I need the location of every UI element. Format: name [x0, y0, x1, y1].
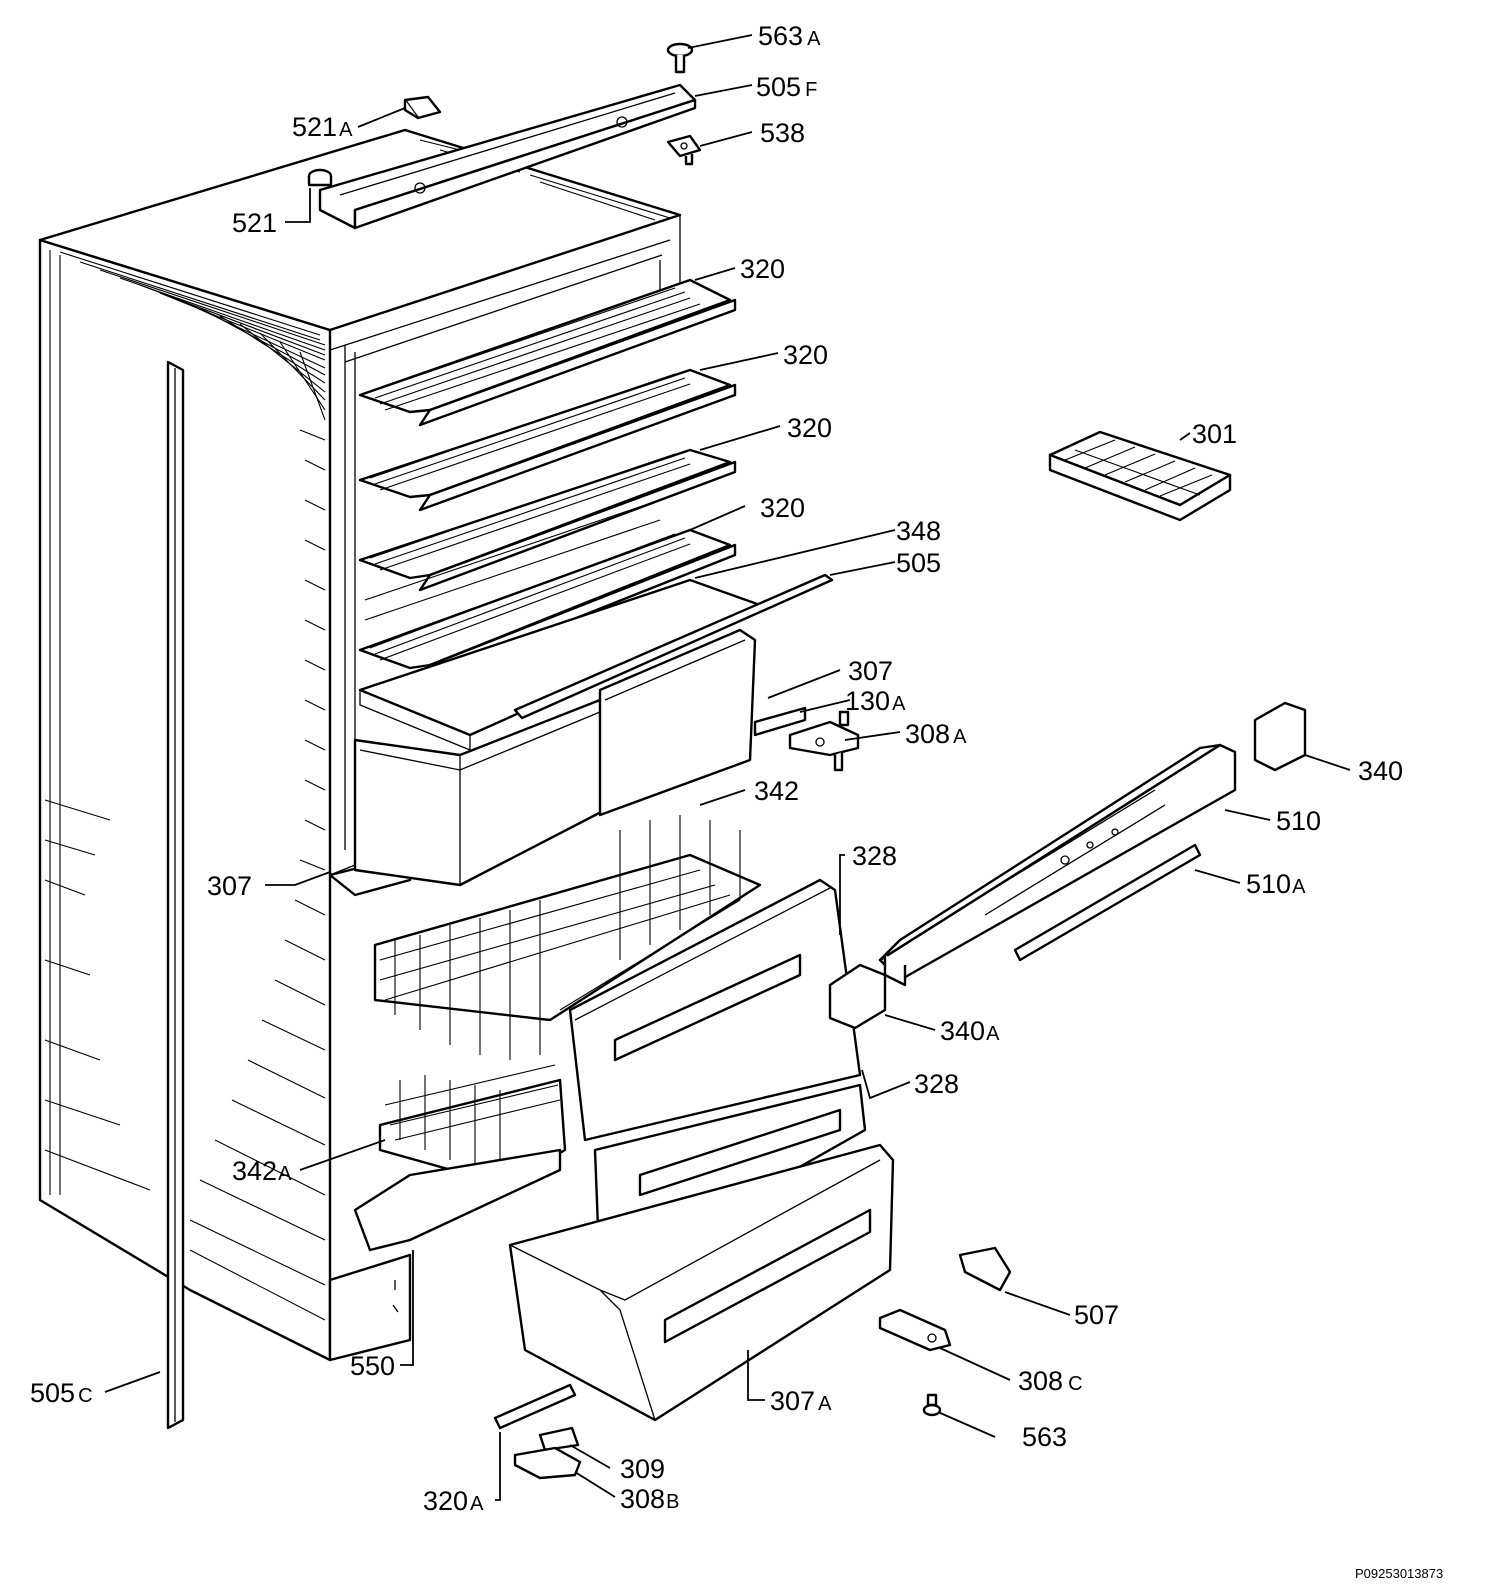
- strip-505: [513, 573, 834, 720]
- top-hinge-505f: [318, 83, 697, 230]
- end-cap-340a: [828, 963, 887, 1030]
- callout-510: 510: [1276, 806, 1321, 836]
- callout-307: 307: [848, 656, 893, 686]
- callout-348: 348: [896, 516, 941, 546]
- cap-521: [307, 168, 333, 187]
- leader-lines: [104, 34, 1351, 1501]
- screw-563a: [666, 42, 694, 74]
- drawer-307-right: [598, 628, 757, 817]
- bottom-bin-307a: [508, 1143, 895, 1422]
- callout-320: 320: [783, 340, 828, 370]
- hinge-parts-320a-309-308b: [493, 1383, 582, 1480]
- callout-320: 320: [787, 413, 832, 443]
- callout-538: 538: [760, 118, 805, 148]
- callout-507: 507: [1074, 1300, 1119, 1330]
- callout-510a: 510A: [1246, 869, 1306, 899]
- callout-563: 563: [1022, 1422, 1067, 1452]
- hinge-308a: [788, 710, 860, 772]
- callout-320: 320: [740, 254, 785, 284]
- callout-308b: 308B: [620, 1484, 679, 1514]
- callout-342: 342: [754, 776, 799, 806]
- shelf: [358, 448, 737, 592]
- callout-301: 301: [1192, 419, 1237, 449]
- bracket-538: [666, 134, 702, 166]
- reference-code: P09253013873: [1355, 1566, 1443, 1581]
- callout-550: 550: [350, 1351, 395, 1381]
- ice-tray-301: [1048, 430, 1232, 522]
- basket-342: [373, 815, 762, 1060]
- cap-521a: [403, 95, 442, 120]
- screw-563: [922, 1393, 942, 1417]
- shelf: [358, 368, 737, 512]
- callout-505: 505: [896, 548, 941, 578]
- cover-507: [958, 1246, 1012, 1292]
- callout-521: 521: [232, 208, 277, 238]
- callout-307: 307: [207, 871, 252, 901]
- callout-340a: 340A: [940, 1016, 1000, 1046]
- door-seal-505c: [166, 360, 185, 1430]
- callout-328: 328: [852, 841, 897, 871]
- shelf: [358, 278, 737, 427]
- callout-320: 320: [760, 493, 805, 523]
- end-cap-340: [1253, 701, 1307, 772]
- callout-328: 328: [914, 1069, 959, 1099]
- callout-309: 309: [620, 1454, 665, 1484]
- callout-340: 340: [1358, 756, 1403, 786]
- cover-307: [753, 706, 807, 737]
- hinge-308c: [878, 1308, 952, 1352]
- control-panel-510: [878, 743, 1237, 987]
- front-panel-328-top: [568, 878, 862, 1142]
- panel-550: [353, 1148, 562, 1252]
- callout-342a: 342A: [232, 1156, 292, 1186]
